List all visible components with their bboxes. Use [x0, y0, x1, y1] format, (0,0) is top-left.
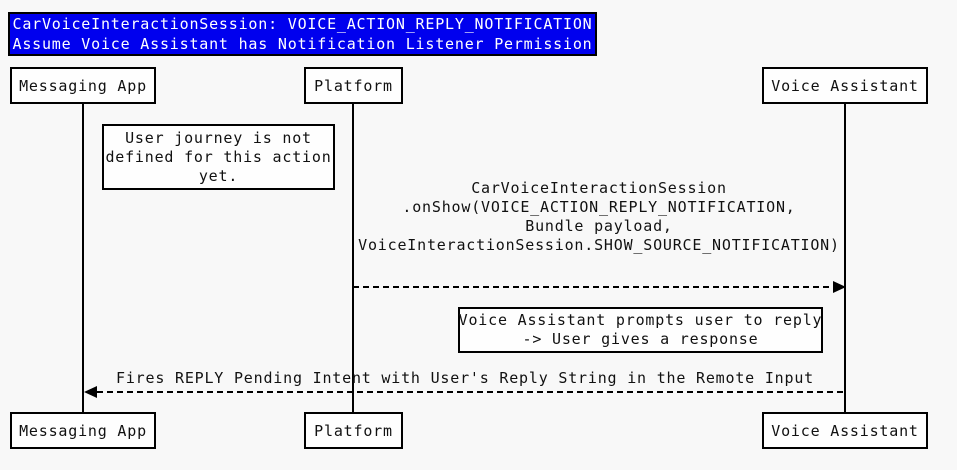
message-fires-reply-arrow-line	[97, 391, 845, 393]
note-line: yet.	[198, 166, 239, 185]
lifeline-voice-assistant	[844, 104, 846, 412]
note-line: Voice Assistant prompts user to reply	[458, 311, 823, 329]
lifeline-messaging-app	[82, 104, 84, 412]
lifeline-platform	[352, 104, 354, 412]
message-line: Fires REPLY Pending Intent with User's R…	[116, 369, 814, 387]
arrow-right-icon	[833, 281, 846, 293]
message-line: .onShow(VOICE_ACTION_REPLY_NOTIFICATION,	[402, 198, 796, 216]
participant-messaging-app-top: Messaging App	[10, 67, 156, 104]
participant-label: Platform	[314, 421, 393, 440]
participant-label: Messaging App	[19, 421, 147, 440]
participant-voice-assistant-bottom: Voice Assistant	[762, 412, 928, 449]
participant-voice-assistant-top: Voice Assistant	[762, 67, 928, 104]
participant-label: Voice Assistant	[771, 76, 919, 95]
diagram-title-line-1: CarVoiceInteractionSession: VOICE_ACTION…	[12, 15, 593, 33]
message-fires-reply-label: Fires REPLY Pending Intent with User's R…	[85, 369, 845, 388]
diagram-title-box: CarVoiceInteractionSession: VOICE_ACTION…	[8, 12, 597, 56]
arrow-left-icon	[84, 386, 97, 398]
participant-platform-top: Platform	[304, 67, 403, 104]
message-onshow-label: CarVoiceInteractionSession .onShow(VOICE…	[353, 179, 845, 255]
participant-label: Platform	[314, 76, 393, 95]
message-onshow-arrow-line	[353, 286, 834, 288]
note-voice-assistant-prompts: Voice Assistant prompts user to reply ->…	[458, 307, 823, 353]
participant-messaging-app-bottom: Messaging App	[10, 412, 156, 449]
participant-label: Voice Assistant	[771, 421, 919, 440]
note-line: User journey is not	[125, 128, 312, 147]
message-line: VoiceInteractionSession.SHOW_SOURCE_NOTI…	[358, 236, 840, 254]
message-line: Bundle payload,	[525, 217, 673, 235]
note-user-journey: User journey is not defined for this act…	[102, 124, 335, 190]
participant-platform-bottom: Platform	[304, 412, 403, 449]
participant-label: Messaging App	[19, 76, 147, 95]
diagram-title-line-2: Assume Voice Assistant has Notification …	[12, 35, 593, 53]
note-line: -> User gives a response	[522, 330, 759, 348]
message-line: CarVoiceInteractionSession	[471, 179, 727, 197]
note-line: defined for this action	[105, 147, 332, 166]
